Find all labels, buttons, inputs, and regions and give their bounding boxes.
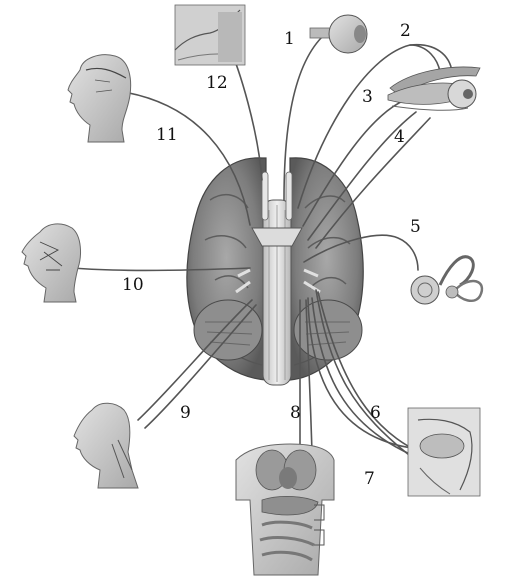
eyeball-with-muscles-icon [387,66,481,111]
labels: 1 2 3 4 5 6 7 8 9 10 11 12 [122,21,421,489]
nerve-4b [315,117,431,249]
nerve-1 [283,36,323,201]
nerve-9 [137,299,253,421]
label-2: 2 [400,21,411,41]
label-5: 5 [410,217,421,237]
nerve-11 [109,89,251,226]
nerve-5 [303,234,419,271]
label-3: 3 [362,87,373,107]
nerve-7 [307,297,441,451]
label-4: 4 [394,127,405,147]
inner-ear-icon [410,255,484,305]
throat-sagittal-icon [407,407,481,497]
face-profile-icon [21,223,81,303]
label-7: 7 [364,469,375,489]
nerve-6 [315,289,419,463]
nerve-10 [73,267,251,272]
nerve-lines [73,36,453,541]
label-8: 8 [290,403,301,423]
label-11: 11 [156,125,178,145]
torso-organs-icon [235,443,335,576]
nerve-3 [302,99,406,227]
label-12: 12 [206,73,228,93]
nasal-sagittal-icon [174,4,246,66]
neck-profile-icon [73,402,139,489]
label-6: 6 [370,403,381,423]
nerve-4 [307,111,417,241]
nerve-2 [297,44,441,209]
label-9: 9 [180,403,191,423]
label-1: 1 [284,29,295,49]
nerve-9b [144,304,257,429]
label-10: 10 [122,275,144,295]
eye-icon [309,14,368,54]
head-profile-icon [67,54,132,143]
